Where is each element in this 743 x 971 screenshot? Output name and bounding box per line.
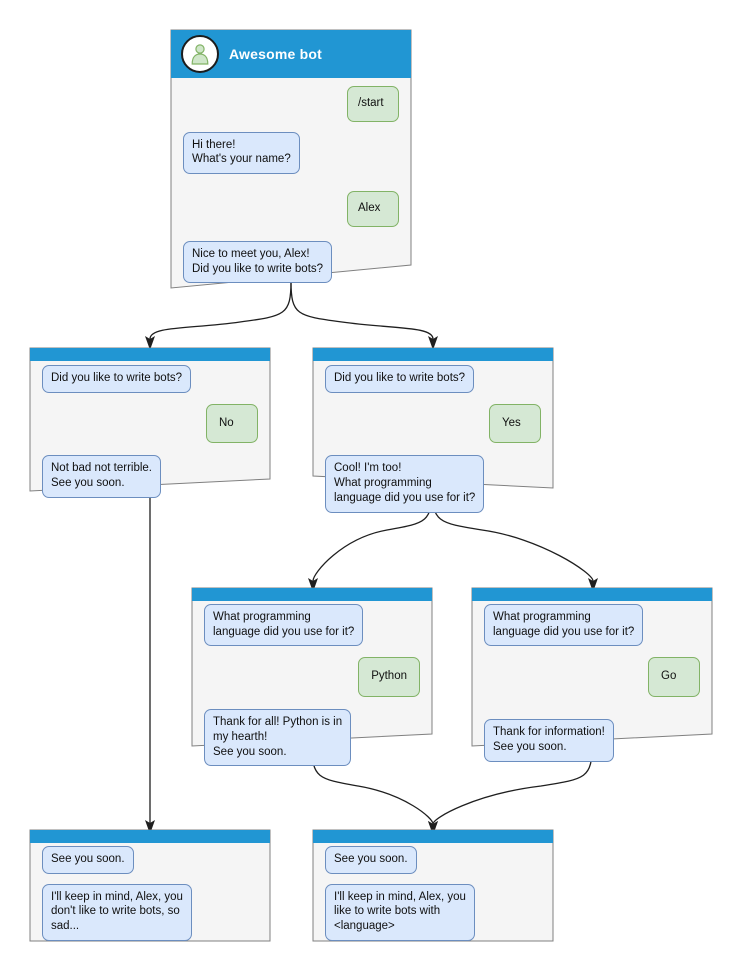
node-answer-no[interactable]: Did you like to write bots? No Not bad n… — [29, 347, 271, 498]
chat-row: No — [42, 403, 258, 444]
node-header — [30, 348, 270, 361]
bot-message-bubble[interactable]: Cool! I'm too! What programming language… — [325, 455, 485, 513]
chat-transcript: What programming language did you use fo… — [192, 604, 432, 776]
bot-message-bubble[interactable]: I'll keep in mind, Alex, you like to wri… — [325, 883, 475, 941]
chat-row: Go — [484, 657, 700, 698]
chat-row: Cool! I'm too! What programming language… — [325, 455, 541, 513]
node-header — [313, 830, 553, 843]
user-message-bubble[interactable]: Alex — [347, 191, 399, 227]
chat-row: Alex — [183, 191, 399, 227]
chat-row: Thank for all! Python is in my hearth! S… — [204, 709, 420, 767]
bot-message-bubble[interactable]: What programming language did you use fo… — [204, 604, 364, 647]
chat-row: What programming language did you use fo… — [484, 604, 700, 647]
node-end-sad[interactable]: See you soon. I'll keep in mind, Alex, y… — [29, 829, 271, 942]
user-message-bubble[interactable]: No — [206, 403, 258, 444]
chat-transcript: /start Hi there! What's your name? Alex … — [171, 86, 411, 293]
node-title: Awesome bot — [229, 46, 322, 62]
node-header: Awesome bot — [171, 30, 411, 78]
chat-row: I'll keep in mind, Alex, you don't like … — [42, 883, 258, 941]
chat-row: /start — [183, 86, 399, 122]
node-header — [313, 348, 553, 361]
chat-row: Did you like to write bots? — [325, 365, 541, 393]
node-header — [192, 588, 432, 601]
person-avatar-icon — [181, 35, 219, 73]
chat-row: What programming language did you use fo… — [204, 604, 420, 647]
bot-message-bubble[interactable]: What programming language did you use fo… — [484, 604, 644, 647]
chat-row: Hi there! What's your name? — [183, 131, 399, 175]
bot-message-bubble[interactable]: Thank for information! See you soon. — [484, 719, 614, 762]
edge-no-to-end-sad — [145, 491, 155, 834]
user-message-bubble[interactable]: /start — [347, 86, 399, 122]
chat-row: I'll keep in mind, Alex, you like to wri… — [325, 883, 541, 941]
chat-transcript: Did you like to write bots? No Not bad n… — [30, 365, 270, 508]
bot-message-bubble[interactable]: Nice to meet you, Alex! Did you like to … — [183, 240, 333, 284]
user-message-bubble[interactable]: Yes — [489, 403, 541, 444]
node-start[interactable]: Awesome bot /start Hi there! What's your… — [170, 29, 412, 289]
bot-message-bubble[interactable]: Hi there! What's your name? — [183, 131, 300, 175]
user-message-bubble[interactable]: Python — [358, 657, 420, 698]
node-header — [30, 830, 270, 843]
bot-message-bubble[interactable]: Did you like to write bots? — [325, 365, 475, 393]
user-message-bubble[interactable]: Go — [648, 657, 700, 698]
node-header — [472, 588, 712, 601]
bot-message-bubble[interactable]: See you soon. — [325, 846, 417, 874]
bot-message-bubble[interactable]: Not bad not terrible. See you soon. — [42, 455, 162, 498]
chat-transcript: See you soon. I'll keep in mind, Alex, y… — [313, 846, 553, 951]
node-answer-yes[interactable]: Did you like to write bots? Yes Cool! I'… — [312, 347, 554, 513]
chat-row: Thank for information! See you soon. — [484, 719, 700, 762]
chat-transcript: Did you like to write bots? Yes Cool! I'… — [313, 365, 553, 523]
bot-message-bubble[interactable]: Thank for all! Python is in my hearth! S… — [204, 709, 352, 767]
chat-row: See you soon. — [325, 846, 541, 874]
chat-row: Did you like to write bots? — [42, 365, 258, 393]
bot-message-bubble[interactable]: See you soon. — [42, 846, 134, 874]
chat-row: Nice to meet you, Alex! Did you like to … — [183, 240, 399, 284]
bot-message-bubble[interactable]: I'll keep in mind, Alex, you don't like … — [42, 883, 192, 941]
bot-message-bubble[interactable]: Did you like to write bots? — [42, 365, 192, 393]
chat-row: Not bad not terrible. See you soon. — [42, 455, 258, 498]
node-language-python[interactable]: What programming language did you use fo… — [191, 587, 433, 767]
chat-row: Python — [204, 657, 420, 698]
node-language-go[interactable]: What programming language did you use fo… — [471, 587, 713, 762]
chat-row: Yes — [325, 403, 541, 444]
chat-transcript: See you soon. I'll keep in mind, Alex, y… — [30, 846, 270, 951]
chat-row: See you soon. — [42, 846, 258, 874]
chat-transcript: What programming language did you use fo… — [472, 604, 712, 772]
node-end-happy[interactable]: See you soon. I'll keep in mind, Alex, y… — [312, 829, 554, 942]
